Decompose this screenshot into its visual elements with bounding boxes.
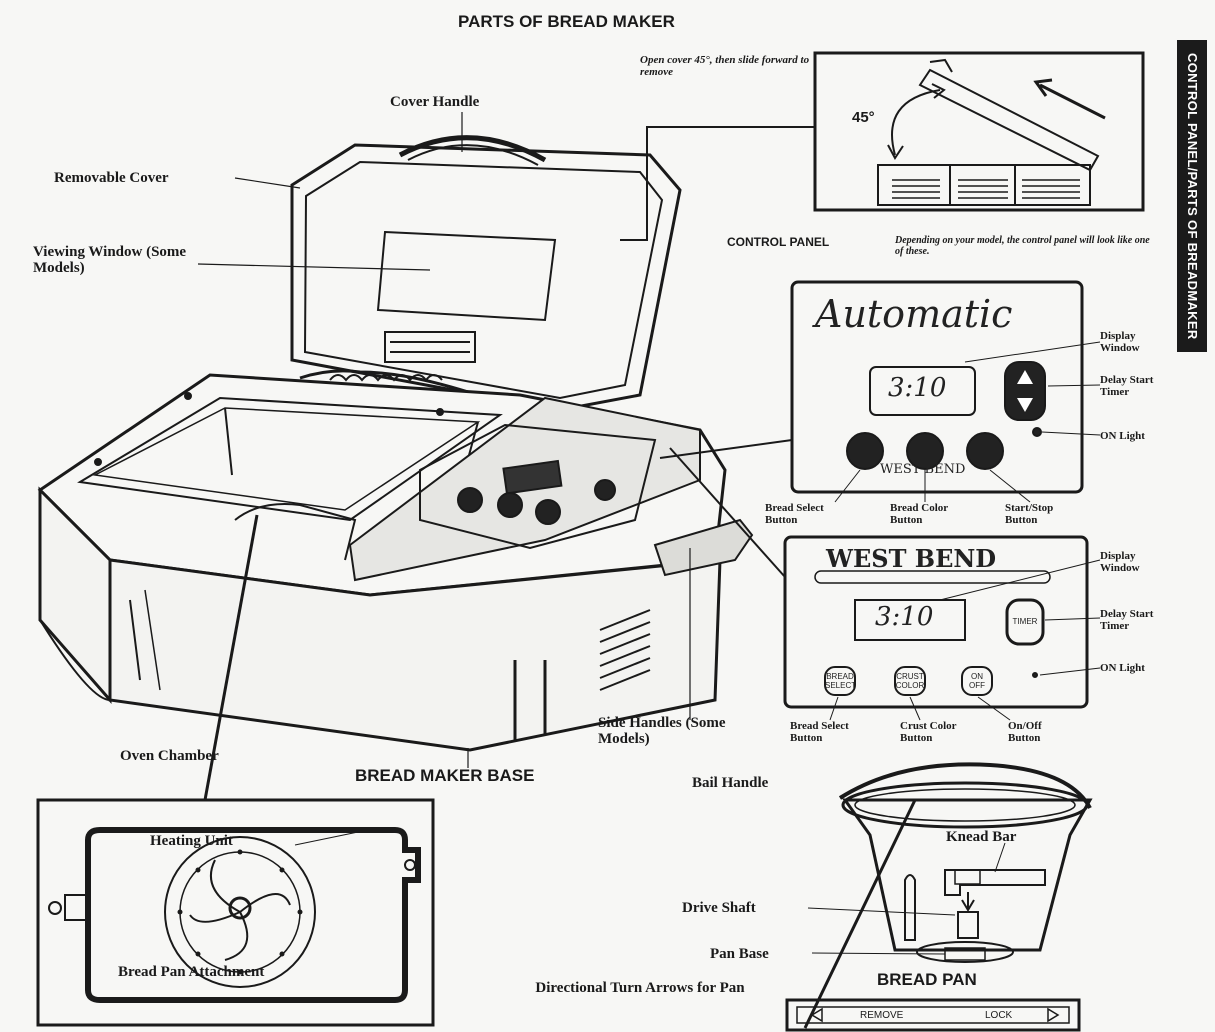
control-panel-a-outline — [659, 280, 1101, 503]
panel-b-display-window-label: Display Window — [1100, 550, 1140, 574]
drive-shaft-label: Drive Shaft — [682, 900, 756, 916]
panel-b-delay-timer-label: Delay Start Timer — [1100, 608, 1154, 632]
panel-b-on-off-label: On/Off Button — [1008, 720, 1042, 744]
base-label: BREAD MAKER BASE — [355, 766, 535, 785]
panel-a-maker: WEST BEND — [880, 462, 966, 477]
panel-a-delay-timer-label: Delay Start Timer — [1100, 374, 1154, 398]
panel-a-bread-color-label: Bread Color Button — [890, 502, 948, 526]
side-handles-label: Side Handles (Some Models) — [598, 715, 726, 747]
cover-removal-note: Open cover 45°, then slide forward to re… — [640, 54, 810, 78]
panel-b-crust-color-button: CRUST COLOR — [895, 672, 925, 690]
bread-maker-body — [37, 135, 754, 752]
panel-a-display-window-label: Display Window — [1100, 330, 1140, 354]
cover-handle-label: Cover Handle — [390, 94, 480, 110]
remove-label: REMOVE — [860, 1010, 904, 1021]
heating-unit-label: Heating Unit — [150, 833, 233, 849]
turn-arrows-label: Directional Turn Arrows for Pan — [535, 980, 745, 996]
control-panel-heading: CONTROL PANEL — [727, 235, 830, 249]
leader-lines — [197, 112, 691, 801]
panel-a-on-light-label: ON Light — [1100, 430, 1145, 442]
bread-pan-illustration — [785, 762, 1093, 1032]
heating-unit-inset — [36, 798, 435, 1027]
removable-cover-label: Removable Cover — [54, 170, 169, 186]
panel-a-display: 3:10 — [888, 373, 947, 403]
control-panel-b-outline — [669, 447, 1101, 721]
pan-base-label: Pan Base — [710, 946, 769, 962]
cover-removal-inset — [620, 51, 1145, 241]
panel-a-bread-select-label: Bread Select Button — [765, 502, 824, 526]
panel-b-bread-select-button: BREAD SELECT — [825, 672, 857, 690]
panel-a-brand: Automatic — [815, 292, 1013, 336]
panel-b-bread-select-label: Bread Select Button — [790, 720, 849, 744]
panel-b-brand: WEST BEND — [826, 544, 997, 573]
panel-b-display: 3:10 — [875, 602, 934, 632]
page-title: PARTS OF BREAD MAKER — [458, 12, 675, 31]
viewing-window-label: Viewing Window (Some Models) — [33, 244, 187, 276]
control-panel-note: Depending on your model, the control pan… — [895, 235, 1150, 257]
bread-pan-label: BREAD PAN — [877, 970, 977, 989]
panel-b-on-off-button: ON OFF — [969, 672, 985, 690]
bail-handle-label: Bail Handle — [692, 775, 769, 791]
oven-chamber-label: Oven Chamber — [120, 748, 219, 764]
panel-a-start-stop-label: Start/Stop Button — [1005, 502, 1054, 526]
angle-label: 45° — [852, 109, 875, 126]
panel-b-crust-color-label: Crust Color Button — [900, 720, 957, 744]
lock-label: LOCK — [985, 1010, 1013, 1021]
side-tab: CONTROL PANEL/PARTS OF BREADMAKER — [1177, 40, 1207, 352]
knead-bar-label: Knead Bar — [946, 829, 1017, 845]
pan-attachment-label: Bread Pan Attachment — [118, 964, 265, 980]
panel-b-timer-button: TIMER — [1012, 617, 1038, 626]
panel-b-on-light-label: ON Light — [1100, 662, 1145, 674]
